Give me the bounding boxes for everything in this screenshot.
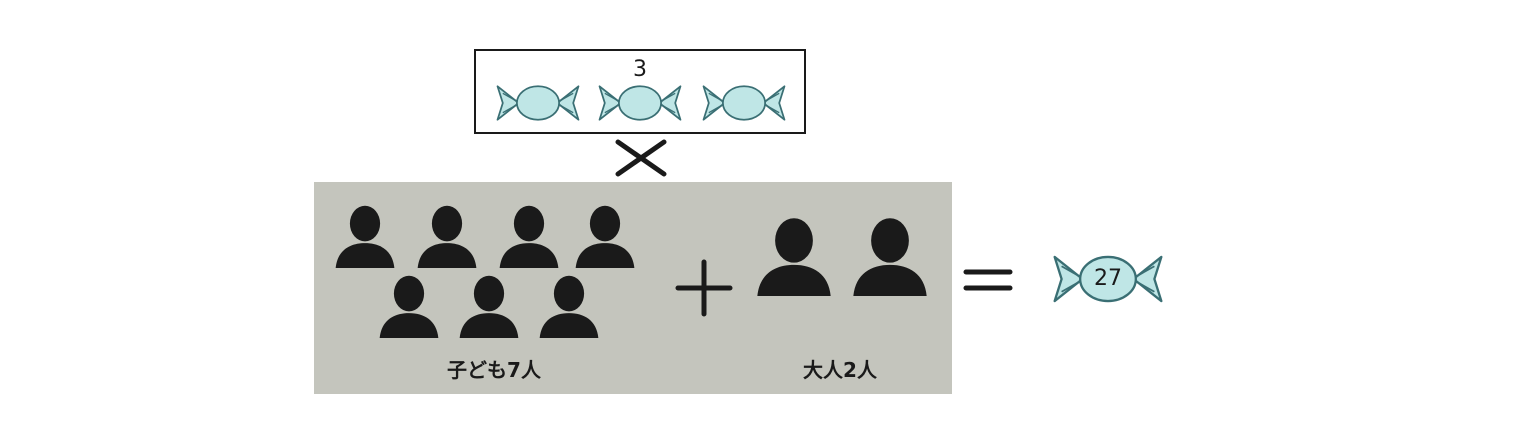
child-person-icon	[374, 274, 444, 338]
candy-icon	[494, 81, 582, 125]
adults-label: 大人2人	[803, 358, 877, 382]
candy-count-label: 3	[633, 57, 647, 82]
child-person-icon	[534, 274, 604, 338]
plus-sign-icon	[675, 259, 733, 317]
candy-icon	[700, 81, 788, 125]
child-person-icon	[330, 204, 400, 268]
children-label: 子ども7人	[447, 358, 541, 382]
times-sign-icon	[615, 139, 667, 177]
adult-person-icon	[754, 216, 834, 296]
result-value: 27	[1094, 266, 1122, 291]
child-person-icon	[570, 204, 640, 268]
child-person-icon	[412, 204, 482, 268]
child-person-icon	[454, 274, 524, 338]
candy-per-person-box: 3	[474, 49, 806, 134]
equals-sign-icon	[963, 269, 1013, 291]
candy-icon	[596, 81, 684, 125]
people-panel: 子ども7人 大人2人	[314, 182, 952, 394]
child-person-icon	[494, 204, 564, 268]
adult-person-icon	[850, 216, 930, 296]
